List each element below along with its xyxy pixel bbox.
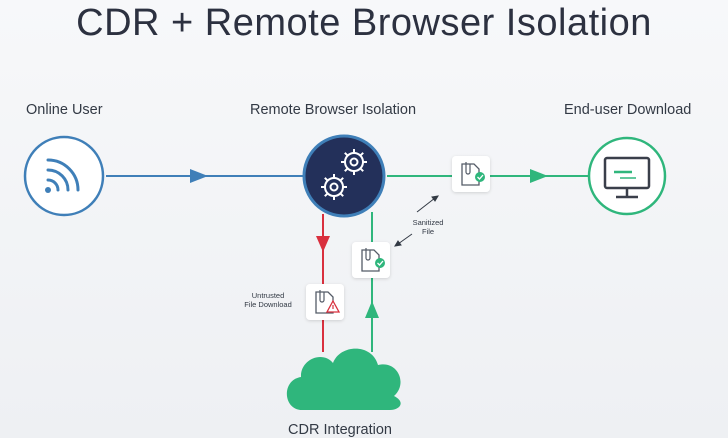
sanitized-file-card-upper [452,156,490,192]
download-node [587,136,667,216]
untrusted-file-icon [315,290,341,314]
untrusted-line-2: File Download [244,300,292,309]
rbi-label: Remote Browser Isolation [250,102,417,118]
gears-icon [321,149,367,200]
check-icon [375,258,385,268]
page-title: CDR + Remote Browser Isolation [76,2,652,44]
user-to-rbi-arrow [190,169,208,183]
untrusted-line-1: Untrusted [251,291,285,300]
download-label: End-user Download [564,102,692,118]
rbi-to-download-arrow [530,169,548,183]
cdr-cloud-node [286,348,401,410]
monitor-icon [603,156,651,199]
sanitized-line-2: File [421,227,435,236]
untrusted-annotation: Untrusted File Download [230,291,306,309]
cdr-to-rbi-arrow [365,301,379,318]
check-icon [475,172,485,182]
wifi-signal-icon [45,158,80,193]
sanitized-file-card-lower [352,242,390,278]
sanitized-pointer-arrows [394,195,439,247]
online-user-label: Online User [26,102,103,118]
online-user-node [23,135,105,217]
rbi-node [302,134,386,218]
sanitized-file-icon-lower [361,248,385,272]
cdr-label: CDR Integration [288,422,392,438]
rbi-to-cdr-arrow [316,236,330,252]
sanitized-annotation: Sanitized File [404,218,452,236]
untrusted-file-card [306,284,344,320]
sanitized-file-icon-upper [461,162,485,186]
sanitized-line-1: Sanitized [412,218,444,227]
cloud-icon [286,348,401,410]
